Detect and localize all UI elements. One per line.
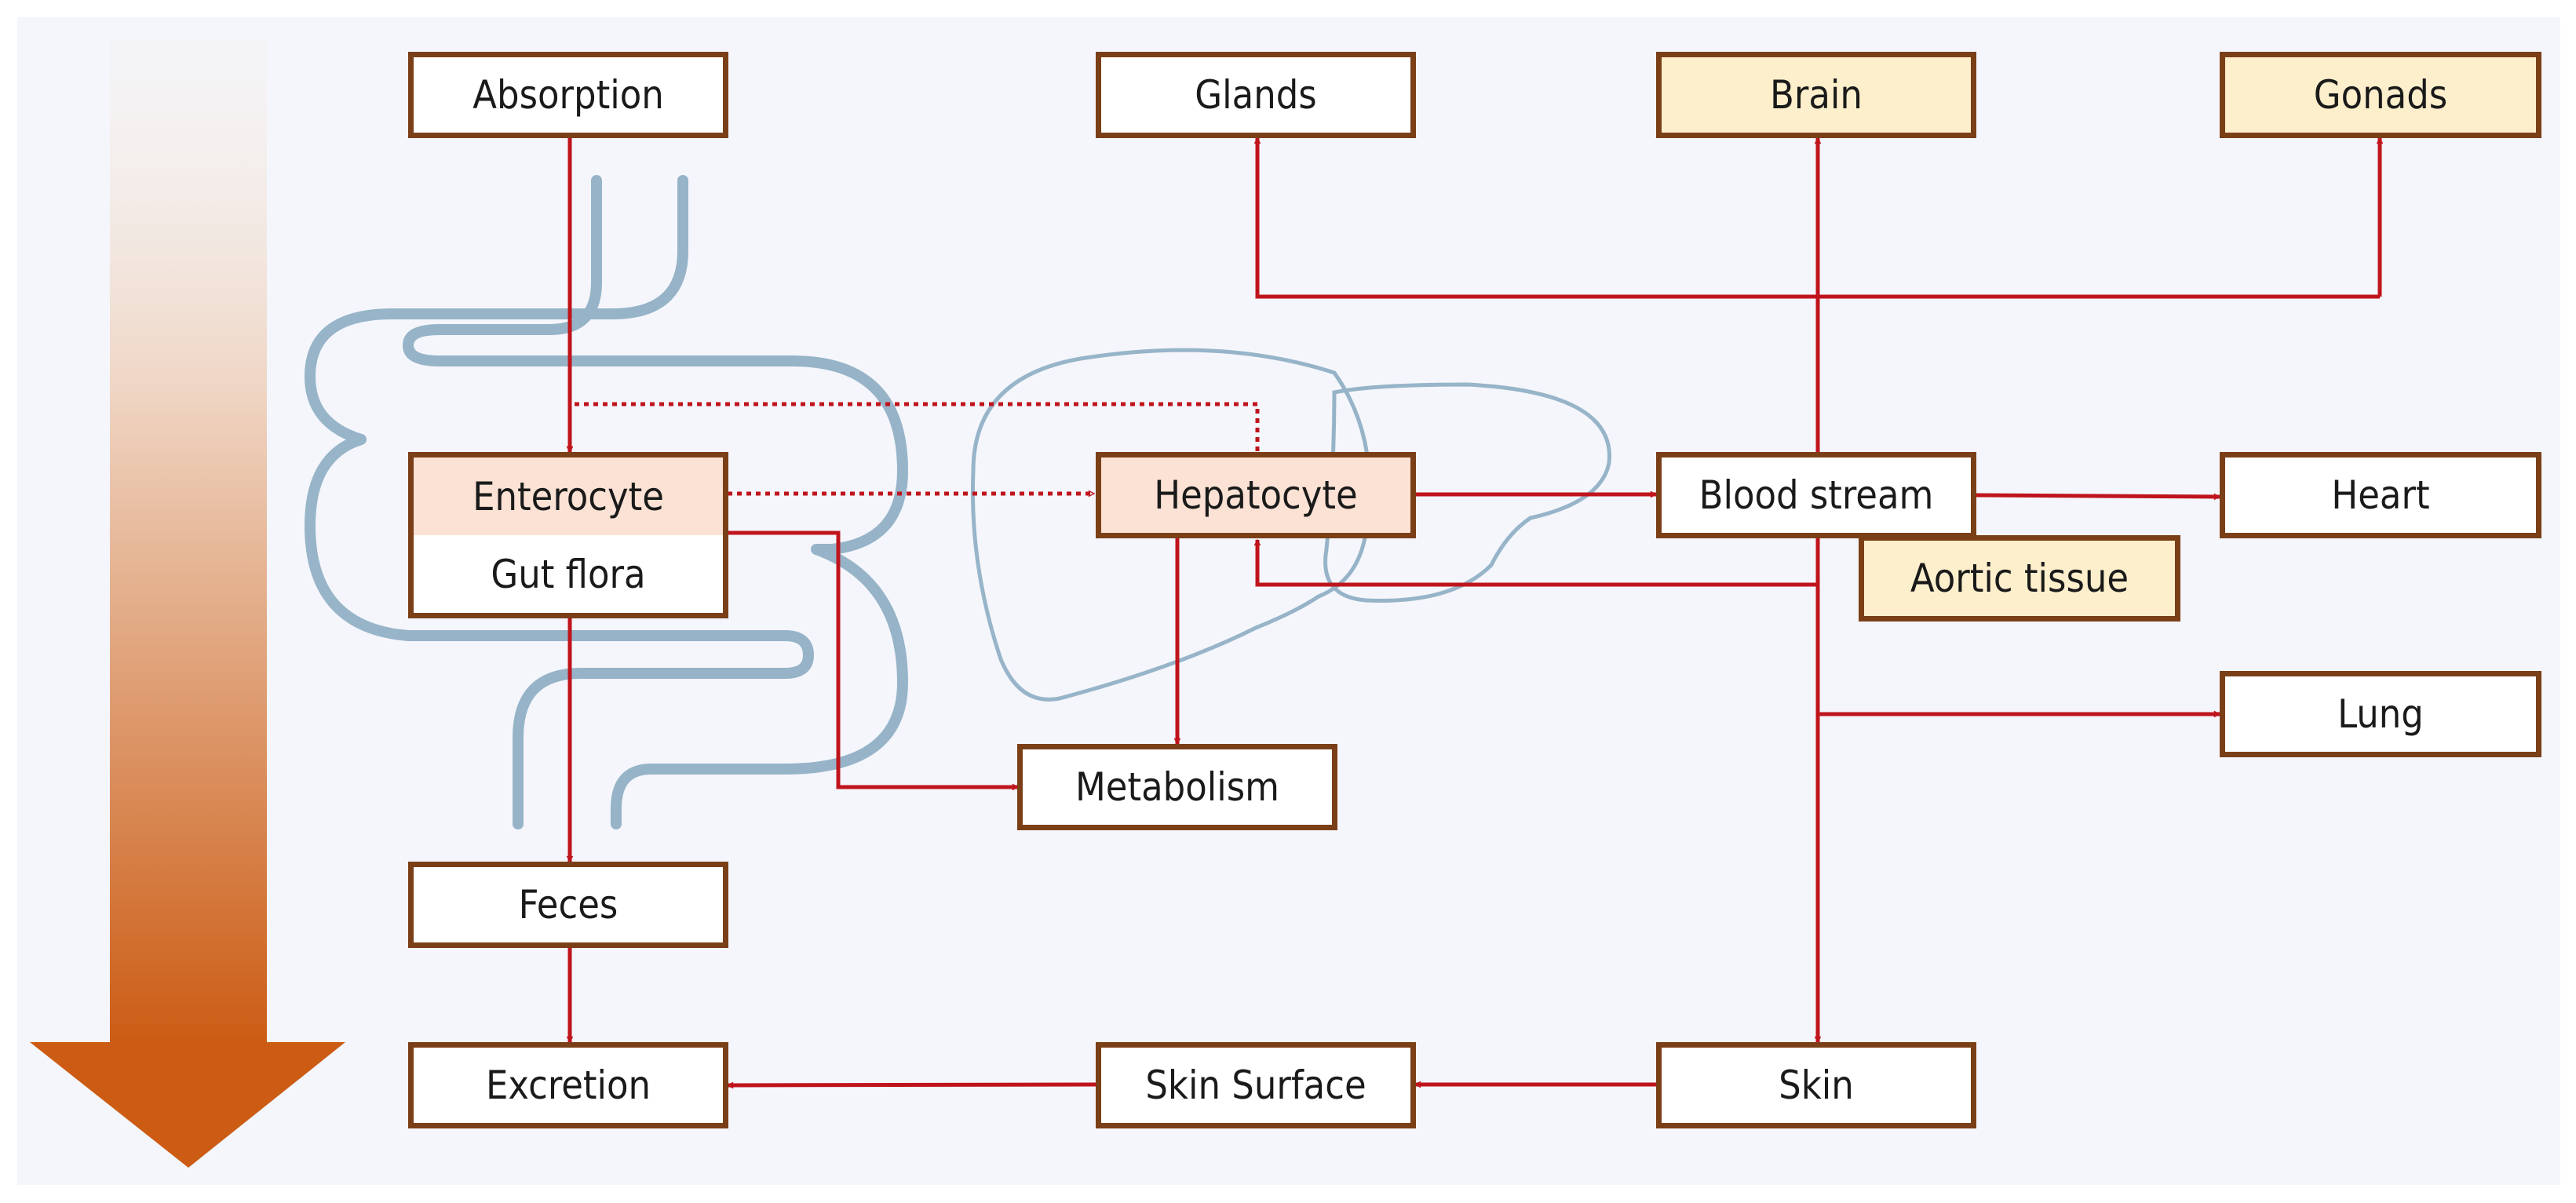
node-gut-flora: Gut flora — [414, 535, 723, 613]
node-label: Gut flora — [491, 551, 646, 597]
node-label: Heart — [2331, 472, 2430, 518]
node-skin: Skin — [1656, 1042, 1976, 1128]
node-label: Gonads — [2313, 72, 2448, 118]
node-label: Excretion — [485, 1063, 651, 1108]
node-label: Glands — [1195, 72, 1317, 118]
node-label: Aortic tissue — [1910, 556, 2129, 601]
node-metabolism: Metabolism — [1017, 744, 1337, 830]
node-gonads: Gonads — [2220, 52, 2541, 138]
node-enterocyte: Enterocyte — [414, 458, 723, 535]
node-label: Lung — [2337, 691, 2424, 737]
node-label: Brain — [1770, 72, 1863, 118]
node-glands: Glands — [1096, 52, 1416, 138]
node-label: Hepatocyte — [1154, 472, 1358, 518]
node-label: Blood stream — [1698, 472, 1934, 518]
node-hepatocyte: Hepatocyte — [1096, 452, 1416, 538]
node-enterocyte-gutflora: Enterocyte Gut flora — [408, 452, 728, 618]
liver-outline — [970, 348, 1611, 702]
arrows — [570, 138, 2380, 1085]
node-heart: Heart — [2220, 452, 2541, 538]
node-label: Skin Surface — [1145, 1063, 1366, 1108]
node-blood-stream: Blood stream — [1656, 452, 1976, 538]
node-absorption: Absorption — [408, 52, 728, 138]
intestine-outline — [305, 175, 908, 829]
node-label: Enterocyte — [473, 473, 664, 519]
node-label: Feces — [518, 882, 618, 928]
flow-direction-arrow — [30, 39, 345, 1168]
arrow-hepatocyte-enterocyte-dotted — [570, 402, 1260, 452]
node-lung: Lung — [2220, 671, 2541, 757]
node-label: Metabolism — [1075, 764, 1280, 810]
node-label: Skin — [1779, 1063, 1854, 1108]
node-aortic-tissue: Aortic tissue — [1859, 535, 2180, 622]
arrow-to-glands — [1257, 138, 2380, 299]
node-feces: Feces — [408, 862, 728, 948]
node-brain: Brain — [1656, 52, 1976, 138]
arrow-bloodstream-heart — [1976, 493, 2220, 497]
arrow-bloodstream-hepatocyte — [1257, 540, 1818, 587]
node-label: Absorption — [473, 72, 664, 118]
arrow-enterocyte-metabolism — [728, 530, 1018, 787]
node-skin-surface: Skin Surface — [1096, 1042, 1416, 1128]
node-excretion: Excretion — [408, 1042, 728, 1128]
